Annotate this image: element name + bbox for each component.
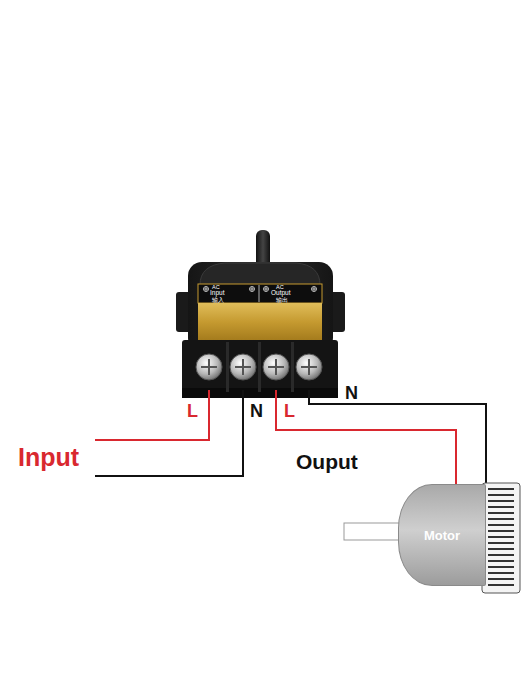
terminal-caption: Input — [210, 290, 224, 297]
wire-name: L — [187, 402, 198, 420]
gold-strip — [198, 303, 322, 341]
terminal-symbols — [204, 285, 317, 302]
wire-name: N — [250, 402, 263, 420]
terminal-dividers — [226, 342, 294, 392]
motor-body: Motor — [398, 484, 486, 586]
motor-fins — [482, 483, 520, 593]
terminal-caption: Output — [271, 290, 291, 297]
input-live-wire — [95, 390, 209, 440]
input-label: Input — [18, 445, 79, 470]
wire-name: L — [284, 402, 295, 420]
motor-label: Motor — [424, 528, 460, 543]
terminal-screws — [196, 354, 322, 380]
wires — [95, 390, 486, 487]
fin-lines — [488, 488, 514, 588]
motor-shaft — [344, 523, 406, 540]
terminal-caption: 输入 — [212, 297, 224, 303]
label-strip — [198, 284, 322, 303]
wire-name: N — [345, 384, 358, 402]
input-neutral-wire — [95, 390, 243, 476]
relay-housing — [188, 262, 333, 352]
output-label: Ouput — [296, 451, 358, 472]
terminal-caption: 输出 — [276, 297, 288, 303]
terminal-block — [182, 340, 338, 398]
